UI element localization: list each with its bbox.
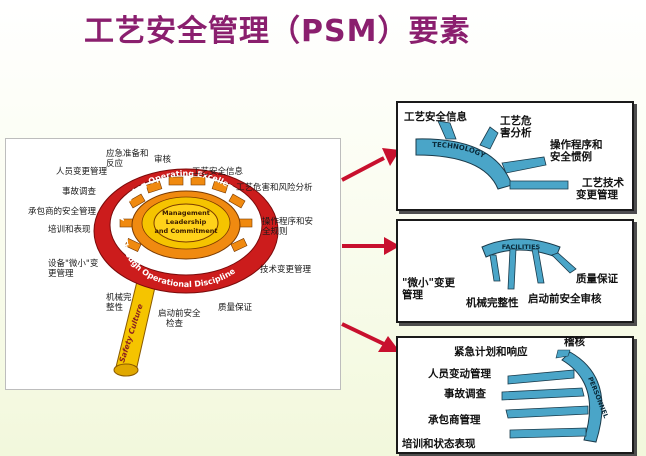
tech-label-procedures: 操作程序和安全惯例 [550, 139, 603, 163]
personnel-panel: PERSONNEL 稽核 紧急计划和响应 人员变动管理 事故调查 承包商管理 培… [396, 336, 634, 454]
arrow-to-personnel [341, 322, 400, 352]
pers-label-incident: 事故调查 [444, 388, 486, 400]
wheel-label-tech-change: 技术变更管理 [260, 265, 312, 275]
ring-spokes [119, 176, 253, 252]
wheel-label-startup: 启动前安全检查 [158, 309, 201, 329]
fac-label-startup: 启动前安全审核 [528, 293, 602, 305]
fac-label-minor-change: "微小"变更管理 [402, 277, 455, 301]
facilities-panel: FACILITIES "微小"变更管理 机械完整性 启动前安全审核 质量保证 [396, 219, 634, 323]
wheel-label-training: 培训和表现 [48, 225, 91, 235]
wheel-label-incident: 事故调查 [62, 187, 97, 197]
wheel-graphic: Safety Culture Achieving Operating Excel… [93, 168, 279, 377]
wheel-label-process-safety-info: 工艺安全信息 [192, 167, 244, 177]
pers-label-training: 培训和状态表现 [402, 438, 476, 450]
wheel-label-mechanical: 机械完整性 [106, 293, 132, 313]
wheel-label-hazard-risk: 工艺危害和风险分析 [236, 183, 313, 193]
technology-panel: TECHNOLOGY 工艺安全信息 工艺危害分析 操作程序和安全惯例 工艺技术变… [396, 101, 634, 211]
arrow-to-technology [341, 148, 400, 182]
core-line-1: Management [162, 209, 210, 217]
fac-label-mechanical: 机械完整性 [466, 297, 519, 309]
pers-label-emergency: 紧急计划和响应 [454, 346, 528, 358]
tech-label-hazard: 工艺危害分析 [500, 115, 532, 139]
core-line-3: and Commitment [155, 227, 218, 235]
arrow-to-facilities [342, 237, 400, 255]
core-line-2: Leadership [166, 218, 207, 226]
personnel-band: PERSONNEL [501, 349, 610, 443]
wheel-label-quality: 质量保证 [218, 303, 253, 313]
facilities-band-text: FACILITIES [502, 243, 541, 251]
tech-label-psi: 工艺安全信息 [404, 111, 467, 123]
wheel-label-procedures: 操作程序和安全规则 [262, 217, 314, 237]
fac-label-quality: 质量保证 [576, 273, 618, 285]
tech-label-tech-change: 工艺技术变更管理 [576, 177, 624, 201]
inner-core [153, 203, 219, 243]
pers-label-contractor: 承包商管理 [428, 414, 481, 426]
technology-band: TECHNOLOGY [415, 120, 569, 190]
wheel-label-emergency: 应急准备和反应 [106, 149, 149, 169]
pers-label-audit: 稽核 [564, 336, 585, 348]
page-title: 工艺安全管理（PSM）要素 [84, 14, 471, 49]
wheel-label-personnel-change: 人员变更管理 [56, 167, 108, 177]
wheel-label-audit: 审核 [154, 155, 172, 165]
psm-wheel-diagram: Safety Culture Achieving Operating Excel… [5, 138, 341, 390]
wheel-label-minor-change: 设备"微小"变更管理 [48, 259, 99, 279]
facilities-band: FACILITIES [481, 238, 577, 290]
pers-label-personnel-change: 人员变动管理 [428, 368, 491, 380]
wheel-label-contractor: 承包商的安全管理 [28, 207, 97, 217]
arrows [341, 148, 400, 352]
